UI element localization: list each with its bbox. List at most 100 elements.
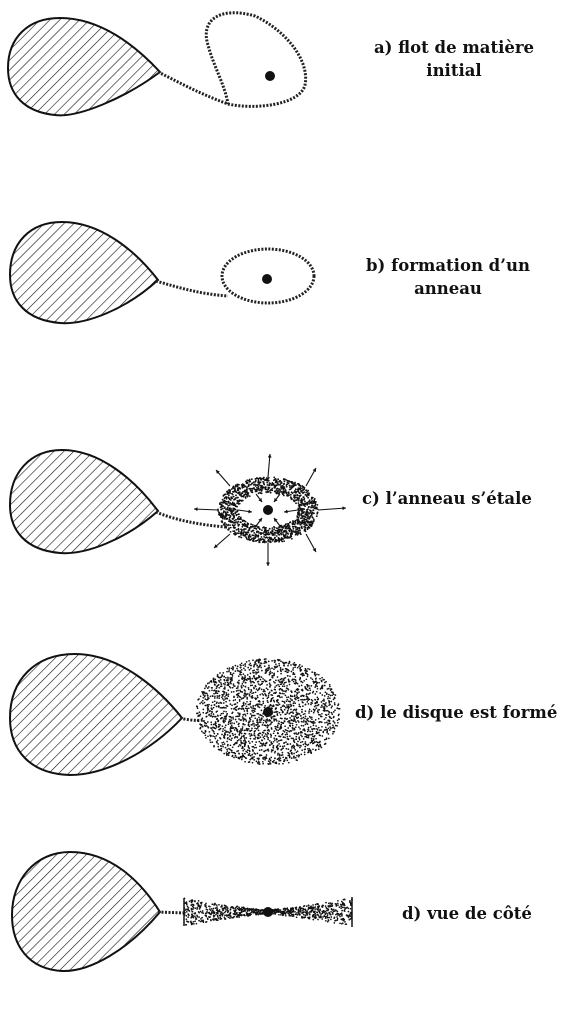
stipple-dot: [333, 909, 335, 911]
stipple-dot: [329, 721, 331, 723]
stipple-dot: [224, 729, 226, 731]
stipple-dot: [255, 671, 257, 673]
arrow-shaft: [318, 508, 346, 510]
stipple-dot: [262, 694, 264, 696]
stipple-dot: [231, 488, 233, 490]
stipple-dot: [295, 494, 297, 496]
stipple-dot: [286, 672, 288, 674]
compact-star: [263, 707, 273, 717]
stipple-dot: [330, 688, 332, 690]
stipple-dot: [238, 708, 240, 710]
stipple-dot: [270, 532, 272, 534]
stipple-dot: [285, 713, 287, 715]
stipple-dot: [249, 695, 251, 697]
stipple-dot: [239, 744, 241, 746]
stipple-dot: [309, 692, 311, 694]
stipple-dot: [241, 736, 243, 738]
stipple-dot: [273, 745, 275, 747]
stipple-dot: [250, 665, 252, 667]
stipple-dot: [270, 684, 272, 686]
stipple-dot: [300, 517, 302, 519]
stipple-dot: [274, 540, 276, 542]
stipple-dot: [234, 729, 236, 731]
stipple-dot: [187, 916, 189, 918]
stipple-dot: [230, 744, 232, 746]
stipple-dot: [315, 749, 317, 751]
stipple-dot: [289, 531, 291, 533]
stipple-dot: [277, 754, 279, 756]
stipple-dot: [278, 534, 280, 536]
stipple-dot: [321, 694, 323, 696]
label-line: a) flot de matière: [359, 36, 549, 59]
stipple-dot: [196, 918, 198, 920]
stipple-dot: [244, 748, 246, 750]
stipple-dot: [199, 906, 201, 908]
stipple-dot: [256, 665, 258, 667]
stipple-dot: [264, 738, 266, 740]
stipple-dot: [298, 700, 300, 702]
stipple-dot: [232, 494, 234, 496]
stipple-dot: [311, 910, 313, 912]
stipple-dot: [268, 661, 270, 663]
stipple-dot: [294, 911, 296, 913]
stipple-dot: [198, 916, 200, 918]
stipple-dot: [302, 492, 304, 494]
stipple-dot: [324, 682, 326, 684]
stipple-dot: [307, 490, 309, 492]
stipple-dot: [315, 719, 317, 721]
stipple-dot: [219, 749, 221, 751]
stipple-dot: [244, 680, 246, 682]
stipple-dot: [302, 500, 304, 502]
stipple-dot: [325, 704, 327, 706]
stipple-dot: [272, 746, 274, 748]
label-line: anneau: [353, 277, 543, 300]
stipple-dot: [300, 681, 302, 683]
stipple-dot: [229, 507, 231, 509]
stipple-dot: [309, 512, 311, 514]
stipple-dot: [221, 904, 223, 906]
stipple-dot: [307, 752, 309, 754]
stipple-dot: [255, 741, 257, 743]
label-line: c) l’anneau s’étale: [362, 487, 532, 510]
stipple-dot: [300, 754, 302, 756]
stipple-dot: [257, 724, 259, 726]
stipple-dot: [206, 725, 208, 727]
stipple-dot: [214, 700, 216, 702]
stipple-dot: [187, 913, 189, 915]
stipple-dot: [328, 700, 330, 702]
stipple-dot: [248, 909, 250, 911]
stipple-dot: [253, 756, 255, 758]
stipple-dot: [322, 911, 324, 913]
stipple-dot: [247, 492, 249, 494]
stipple-dot: [314, 906, 316, 908]
stipple-dot: [307, 676, 309, 678]
stipple-dot: [242, 716, 244, 718]
stipple-dot: [315, 917, 317, 919]
stipple-dot: [283, 736, 285, 738]
stipple-dot: [296, 724, 298, 726]
stipple-dot: [212, 716, 214, 718]
stipple-dot: [217, 733, 219, 735]
stipple-dot: [298, 504, 300, 506]
stipple-dot: [222, 913, 224, 915]
stipple-dot: [246, 479, 248, 481]
stipple-dot: [306, 701, 308, 703]
stipple-dot: [288, 762, 290, 764]
stipple-dot: [267, 737, 269, 739]
stipple-dot: [285, 741, 287, 743]
stipple-dot: [261, 493, 263, 495]
stipple-dot: [271, 716, 273, 718]
stipple-dot: [237, 518, 239, 520]
stipple-dot: [252, 482, 254, 484]
stipple-dot: [218, 911, 220, 913]
stipple-dot: [240, 738, 242, 740]
stipple-dot: [241, 526, 243, 528]
stipple-dot: [327, 905, 329, 907]
stipple-dot: [221, 717, 223, 719]
stipple-dot: [279, 745, 281, 747]
stipple-dot: [308, 729, 310, 731]
arrow-head: [342, 506, 346, 510]
stipple-dot: [283, 683, 285, 685]
stipple-dot: [302, 673, 304, 675]
stipple-dot: [289, 720, 291, 722]
